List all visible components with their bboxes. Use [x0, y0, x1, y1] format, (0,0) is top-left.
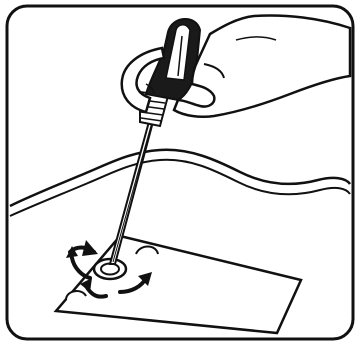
illustration-canvas	[0, 0, 360, 345]
instruction-illustration	[0, 0, 360, 345]
